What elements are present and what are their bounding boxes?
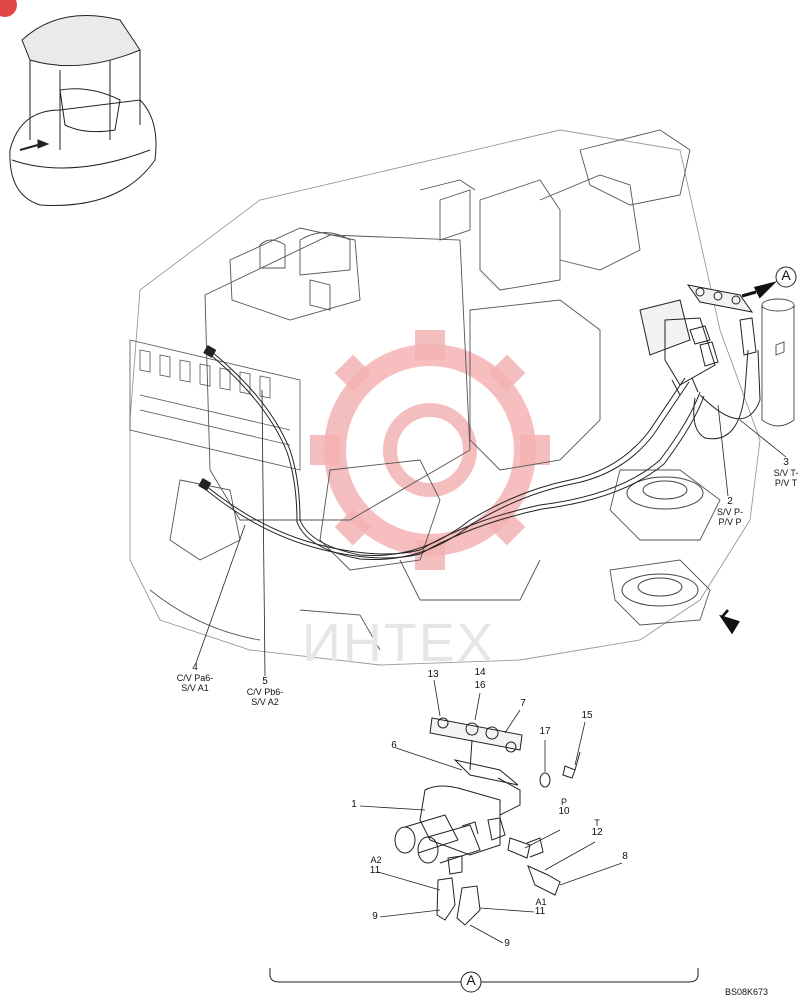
callout-17: 17 (539, 726, 551, 737)
hose-line2: P/V P (718, 517, 742, 527)
callout-15: 15 (581, 710, 593, 721)
leader-lines-detail (359, 679, 623, 944)
direction-arrow (718, 609, 740, 635)
upper-structure (129, 129, 761, 666)
hose-number: 2 (727, 496, 733, 507)
hose-line2: P/V T (774, 478, 798, 488)
callout-11-b: 11 (534, 906, 546, 917)
watermark-text: ИНТЕХ (302, 613, 495, 673)
swing-bearings (621, 476, 704, 607)
solenoid-valve-cluster (639, 284, 757, 396)
callout-14: 14 (474, 667, 486, 678)
callout-6: 6 (391, 740, 397, 751)
hose-number: 5 (262, 676, 268, 687)
hose-line2: S/V A1 (181, 683, 209, 693)
callout-A1: A1 (535, 897, 547, 907)
hose-label-2: 2 S/V P- P/V P (712, 496, 748, 528)
hose-line1: S/V T- (773, 468, 799, 478)
callout-10: 10 (558, 806, 570, 817)
watermark-gear-teeth (310, 330, 550, 570)
leader-lines-main (195, 389, 787, 677)
right-column (761, 298, 795, 427)
control-valve-bank (129, 339, 301, 471)
callout-P: P (560, 797, 567, 807)
hose-label-4: 4 C/V Pa6- S/V A1 (172, 662, 218, 694)
callout-8: 8 (622, 851, 628, 862)
corner-badge (0, 0, 17, 17)
callout-9-b: 9 (504, 938, 510, 949)
callout-12: 12 (591, 827, 603, 838)
view-marker-label-main: A (781, 267, 791, 283)
callout-16: 16 (474, 680, 486, 691)
view-arrow (741, 281, 777, 299)
hose-label-5: 5 C/V Pb6- S/V A2 (242, 676, 288, 708)
hose-line1: S/V P- (716, 507, 743, 517)
hose-fittings (198, 345, 217, 491)
callout-13: 13 (427, 669, 439, 680)
view-marker-circle-main (775, 266, 797, 288)
callout-A2: A2 (370, 855, 382, 865)
hose-line1: C/V Pa6- (176, 673, 214, 683)
hydraulic-hoses (204, 349, 761, 561)
view-marker-label-detail: A (466, 972, 476, 988)
hose-line2: S/V A2 (251, 697, 279, 707)
hose-label-3: 3 S/V T- P/V T (768, 457, 804, 489)
callout-1: 1 (351, 799, 357, 810)
view-bracket (269, 968, 699, 983)
callout-9-a: 9 (372, 911, 378, 922)
callout-T: T (594, 818, 600, 828)
hose-number: 4 (192, 662, 198, 673)
callout-11-a: 11 (369, 865, 381, 876)
view-marker-circle (460, 971, 482, 993)
drawing-code: BS08K673 (725, 987, 769, 997)
cab-inset (9, 15, 157, 206)
detail-view-a (394, 717, 581, 926)
callout-7: 7 (520, 698, 526, 709)
hose-line1: C/V Pb6- (246, 687, 284, 697)
hose-number: 3 (783, 457, 789, 468)
